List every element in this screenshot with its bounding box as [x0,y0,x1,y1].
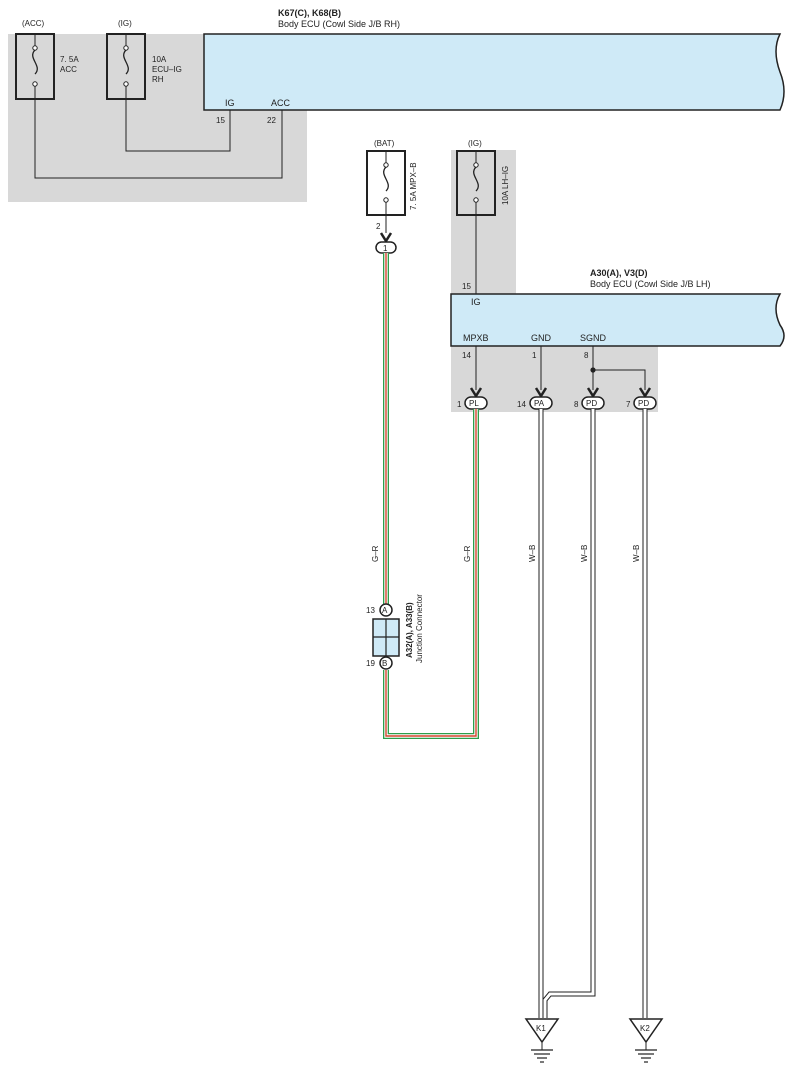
ecu-top-pin-ig-name: IG [225,98,235,108]
ecu-lower-pin-mpxb-name: MPXB [463,333,489,343]
connector-pa-code: PA [534,399,545,408]
fuse-mpx-b-icon [383,151,389,233]
arrow-mpx-b [379,232,393,244]
junction-pin-a [379,603,393,617]
ecu-lower-pin-sgnd-number: 8 [584,351,589,360]
junction-ref: A32(A), A33(B) [405,602,414,658]
fuse-mpx-b-pin: 2 [376,222,381,231]
ecu-lower-ig-name: IG [471,297,481,307]
fuse-ecu-ig-name: ECU–IG [152,65,182,74]
connector-pd1-pin: 8 [574,400,579,409]
junction-pin-a-number: 13 [366,606,375,615]
ground-k1-label: K1 [536,1024,546,1033]
arrow-pd2 [638,387,652,399]
fuse-lh-ig-icon [473,151,479,294]
junction-name: Junction Connector [415,594,424,663]
ecu-lower-name: Body ECU (Cowl Side J/B LH) [590,279,711,289]
ecu-top-pin-ig-number: 15 [216,116,225,125]
ecu-lower-ref: A30(A), V3(D) [590,268,648,278]
wire-label-w-b-pd1: W–B [580,545,589,562]
connector-pd2-pin: 7 [626,400,631,409]
wire-sgnd-branch [593,369,646,390]
fuse-mpx-b-supply: (BAT) [374,139,395,148]
junction-pin-b-number: 19 [366,659,375,668]
fuse-acc-name: ACC [60,65,77,74]
ecu-top-pin-acc-name: ACC [271,98,291,108]
arrow-pl [469,387,483,399]
wire-label-g-r-left: G–R [371,545,380,562]
ecu-top-name: Body ECU (Cowl Side J/B RH) [278,19,400,29]
wire-acc-to-ecu [34,99,283,179]
fuse-ecu-ig-supply: (IG) [118,19,132,28]
fuse-acc-supply: (ACC) [22,19,45,28]
junction-pin-b [379,656,393,670]
ecu-lower-pin-gnd-number: 1 [532,351,537,360]
arrow-pa [534,387,548,399]
ground-k1-icon [524,1018,560,1063]
splice-point-sgnd [590,367,596,373]
connector-pd1-code: PD [586,399,597,408]
junction-pin-b-code: B [382,659,387,668]
wire-label-g-r-right: G–R [463,545,472,562]
ecu-lower-ig-number: 15 [462,282,471,291]
ecu-top-pin-acc-number: 22 [267,116,276,125]
connector-pl-pin: 1 [457,400,462,409]
junction-pin-a-code: A [382,606,388,615]
ecu-top-ref: K67(C), K68(B) [278,8,341,18]
fuse-lh-ig-supply: (IG) [468,139,482,148]
connector-pa-pin: 14 [517,400,526,409]
ground-k2-label: K2 [640,1024,650,1033]
ecu-lower-pin-mpxb-number: 14 [462,351,471,360]
wire-w-b-pd1 [542,409,596,1018]
wire-ecu-ig-to-ecu [125,99,231,152]
junction-connector-block [372,618,400,657]
wire-label-w-b-pd2: W–B [632,545,641,562]
connector-pl-code: PL [469,399,479,408]
wire-label-w-b-pa: W–B [528,545,537,562]
wire-g-r-harness [383,253,479,739]
ecu-lower-pin-sgnd-name: SGND [580,333,607,343]
connector-inline-1-label: 1 [383,244,388,253]
fuse-acc-icon [32,34,38,99]
ground-k2-icon [628,1018,664,1063]
arrow-pd1 [586,387,600,399]
fuse-lh-ig-label: 10A LH–IG [501,166,510,205]
fuse-acc-rating: 7. 5A [60,55,79,64]
ecu-lower-pin-gnd-name: GND [531,333,552,343]
fuse-ecu-ig-side: RH [152,75,164,84]
fuse-mpx-b-label: 7. 5A MPX–B [409,162,418,210]
shaded-area-lh-ig [451,150,516,295]
ecu-lower-box [450,293,785,347]
fuse-ecu-ig-icon [123,34,129,99]
ecu-top-box [203,33,785,111]
fuse-ecu-ig-rating: 10A [152,55,167,64]
connector-pd2-code: PD [638,399,649,408]
